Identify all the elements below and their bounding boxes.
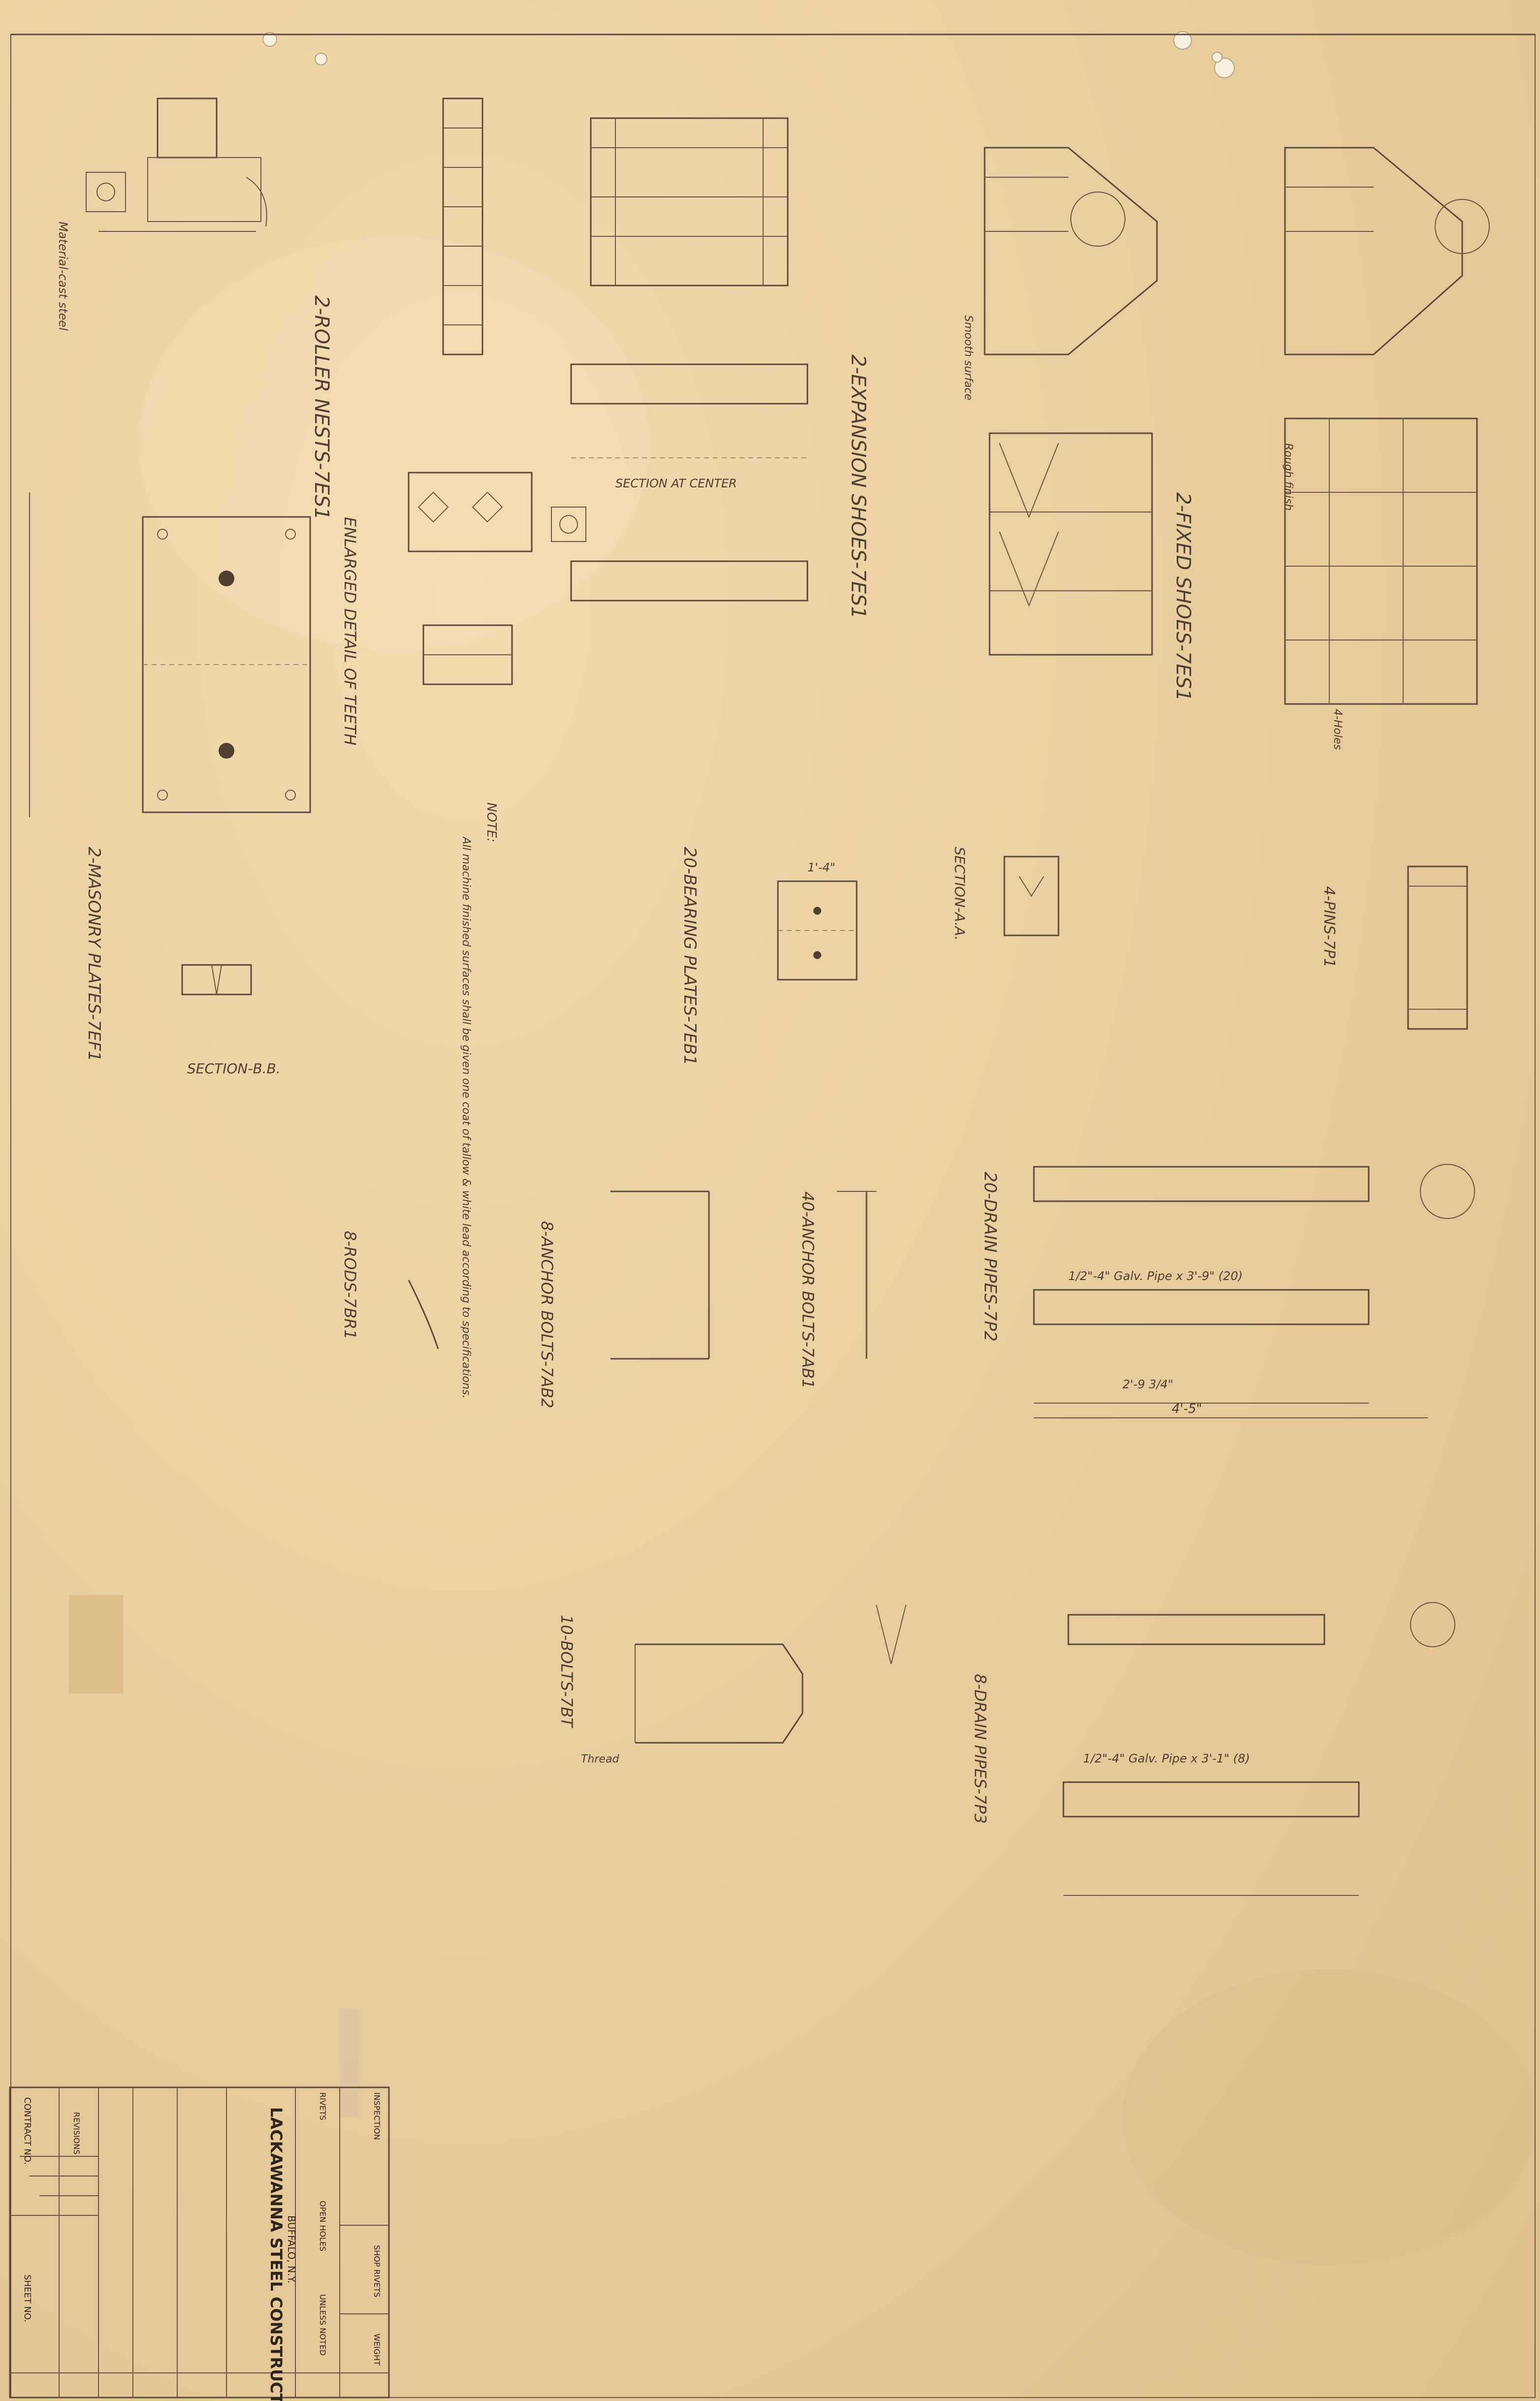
company-name: LACKAWANNA STEEL CONSTRUCTION CORP'N: [267, 2107, 286, 2401]
dim-overall: 4'-5": [1172, 1402, 1202, 1416]
title-section-at-center: SECTION AT CENTER: [615, 477, 737, 490]
dim-width: 1'-4": [807, 861, 835, 874]
title-anchor-bolts-8: 8-ANCHOR BOLTS-7AB2: [538, 1221, 556, 1409]
masonry-plate: [29, 492, 311, 817]
unless-noted-label: UNLESS NOTED: [318, 2294, 327, 2356]
pipe-note-8: 1/2"-4" Galv. Pipe x 3'-1" (8): [1083, 1752, 1250, 1765]
dim-pipe: 2'-9 3/4": [1123, 1377, 1173, 1391]
company-city: BUFFALO, N.Y.: [286, 2215, 297, 2283]
punch-holes: [262, 31, 1235, 78]
contract-label: CONTRACT NO.: [22, 2097, 32, 2165]
title-rods: 8-RODS-7BR1: [341, 1231, 359, 1340]
smooth-surface-note: Smooth surface: [962, 315, 974, 400]
rough-finish-note: Rough finish: [1282, 443, 1294, 511]
sheet-label: SHEET NO.: [22, 2274, 32, 2322]
fixed-shoe: [1284, 147, 1490, 705]
title-drain-pipes-20: 20-DRAIN PIPES-7P2: [980, 1172, 1000, 1342]
title-roller-nests: 2-ROLLER NESTS-7ES1: [310, 295, 333, 520]
title-block: [9, 2086, 390, 2399]
revisions-label: REVISIONS: [72, 2112, 81, 2154]
tape-mark: [69, 1595, 123, 1694]
rivets-label: RIVETS: [318, 2092, 327, 2120]
shop-rivets-label: SHOP RIVETS: [372, 2245, 382, 2297]
drain-pipes-8: [1062, 1602, 1455, 1896]
material-note: Material-cast steel: [56, 222, 70, 331]
drain-pipes-20: [1033, 1164, 1475, 1418]
title-masonry-plates: 2-MASONRY PLATES-7EF1: [84, 847, 104, 1061]
title-anchor-bolts-40: 40-ANCHOR BOLTS-7AB1: [799, 1191, 817, 1389]
inspection-label: INSPECTION: [372, 2092, 382, 2140]
title-expansion-shoes: 2-EXPANSION SHOES-7ES1: [847, 354, 869, 619]
stain: [138, 236, 650, 650]
title-section-aa: SECTION-A.A.: [952, 847, 968, 941]
note-heading: NOTE:: [484, 802, 499, 842]
bearing-plate: [777, 880, 858, 981]
weight-label: WEIGHT: [372, 2334, 382, 2366]
enlarged-teeth-detail: [408, 472, 586, 685]
title-teeth-detail: ENLARGED DETAIL OF TEETH: [341, 517, 359, 745]
stain: [1123, 1969, 1536, 2265]
holes-note: 4-Holes: [1331, 709, 1344, 750]
anchor-bolts: [408, 1190, 876, 1360]
section-aa: [1003, 856, 1059, 936]
title-pins: 4-PINS-7P1: [1320, 886, 1338, 967]
bolts-10: [635, 1604, 906, 1744]
title-drain-pipes-8: 8-DRAIN PIPES-7P3: [971, 1674, 990, 1824]
tape-mark: [340, 2009, 359, 2117]
open-holes-label: OPEN HOLES: [318, 2201, 327, 2251]
expansion-shoe: [984, 147, 1158, 656]
roller-nest-detail: [86, 97, 267, 232]
thread-note: Thread: [581, 1753, 619, 1765]
title-fixed-shoes: 2-FIXED SHOES-7ES1: [1172, 492, 1194, 702]
roller-nest-plan: [442, 97, 808, 602]
pipe-note-20: 1/2"-4" Galv. Pipe x 3'-9" (20): [1068, 1269, 1243, 1283]
title-section-bb: SECTION-B.B.: [187, 1060, 281, 1077]
title-bolts-10: 10-BOLTS-7BT: [557, 1615, 576, 1729]
section-bb: [181, 964, 252, 995]
pin-detail: [1407, 865, 1468, 1030]
title-bearing-plates: 20-BEARING PLATES-7EB1: [680, 847, 700, 1065]
note-body: All machine finished surfaces shall be g…: [460, 836, 472, 1399]
